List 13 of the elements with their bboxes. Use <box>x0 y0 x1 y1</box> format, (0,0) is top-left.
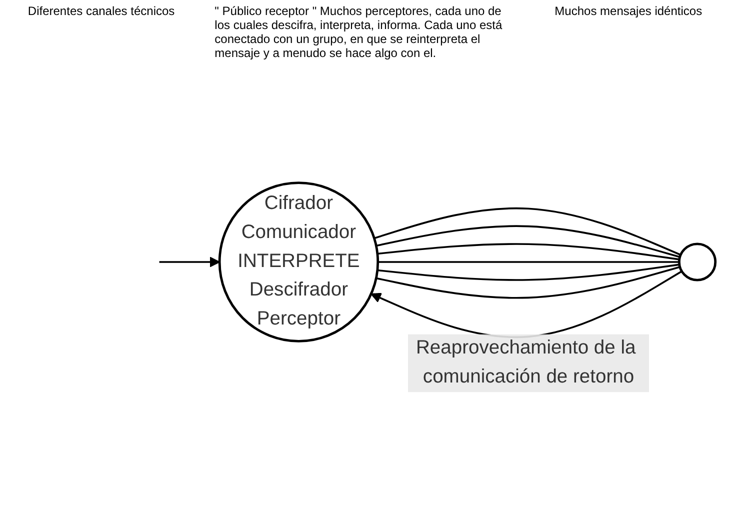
connector <box>378 261 680 263</box>
node-circle: Cifrador Comunicador INTERPRETE Descifrador Perceptor <box>218 182 380 342</box>
connector <box>374 207 682 256</box>
connector <box>377 243 680 260</box>
connector <box>376 266 680 299</box>
connector <box>377 264 680 281</box>
edge-label: Reaprovechamiento de la comunicación de retorno <box>416 338 636 388</box>
node-ellipse <box>678 242 717 282</box>
connector <box>376 225 680 258</box>
arrow <box>159 256 220 268</box>
note-text: Muchos mensajes idénticos <box>554 4 702 18</box>
note-text: " Público receptor " Muchos perceptores, cada uno de los cuales descifra, interpreta, informa. Cada uno está conectado con un grupo, en que se reinterpreta el mensaje y a menudo se hace algo con el. <box>214 4 504 60</box>
note-text: Diferentes canales técnicos <box>28 4 175 18</box>
